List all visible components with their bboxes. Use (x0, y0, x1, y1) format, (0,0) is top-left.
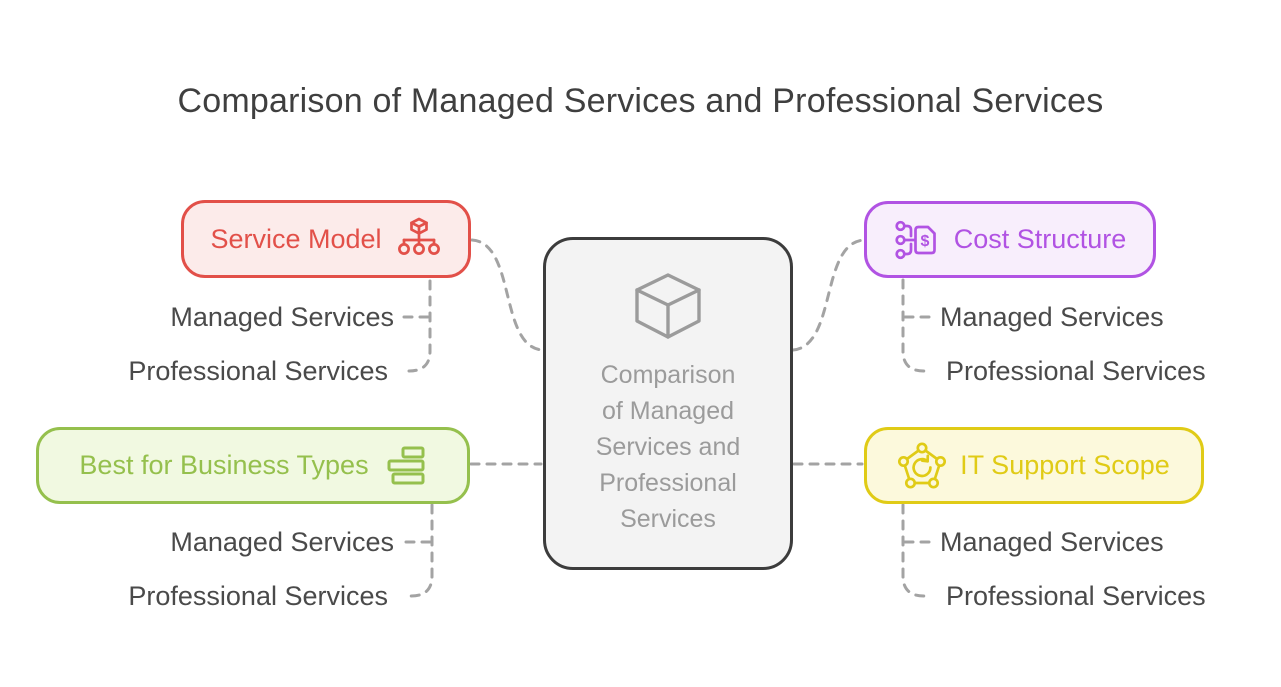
center-node: Comparison of Managed Services and Profe… (543, 237, 793, 570)
center-label-line: of Managed (601, 396, 735, 425)
branch-cost-structure: $ Cost Structure (864, 201, 1156, 278)
child-label-best-professional: Professional Services (128, 581, 388, 611)
diagram-title: Comparison of Managed Services and Profe… (177, 82, 1104, 120)
center-label-line: Comparison (600, 360, 736, 389)
child-label-it-professional: Professional Services (946, 581, 1206, 611)
svg-text:$: $ (920, 233, 929, 250)
center-label-line: Professional (599, 468, 737, 497)
connector-best-children (409, 503, 434, 598)
child-label-cost-managed: Managed Services (940, 302, 1164, 332)
stacked-bars-icon (387, 446, 425, 484)
open-cube-icon (635, 272, 701, 339)
connector-center-to-cost (791, 238, 866, 352)
child-label-service-managed: Managed Services (170, 302, 394, 332)
branch-it-support-scope: IT Support Scope (864, 427, 1204, 504)
branch-label: Best for Business Types (79, 450, 369, 480)
connector-service-children (407, 279, 432, 373)
child-label-cost-professional: Professional Services (946, 356, 1206, 386)
connector-cost-children (901, 278, 926, 373)
branch-service-model: Service Model (181, 200, 471, 278)
connector-it-children (901, 503, 926, 598)
connector-service-to-center (470, 238, 544, 352)
center-label-line: Services (620, 504, 716, 533)
pentagon-network-refresh-icon (898, 441, 947, 489)
branch-label: IT Support Scope (960, 450, 1170, 480)
cube-hierarchy-icon (397, 217, 440, 255)
price-tag-flow-icon: $ (895, 220, 936, 259)
branch-label: Cost Structure (953, 224, 1127, 254)
branch-best-for-business-types: Best for Business Types (36, 427, 470, 504)
center-node-label: Comparison of Managed Services and Profe… (596, 357, 741, 537)
child-label-it-managed: Managed Services (940, 527, 1164, 557)
child-label-best-managed: Managed Services (170, 527, 394, 557)
branch-label: Service Model (210, 223, 382, 254)
child-label-service-professional: Professional Services (128, 356, 388, 386)
center-label-line: Services and (595, 432, 741, 461)
